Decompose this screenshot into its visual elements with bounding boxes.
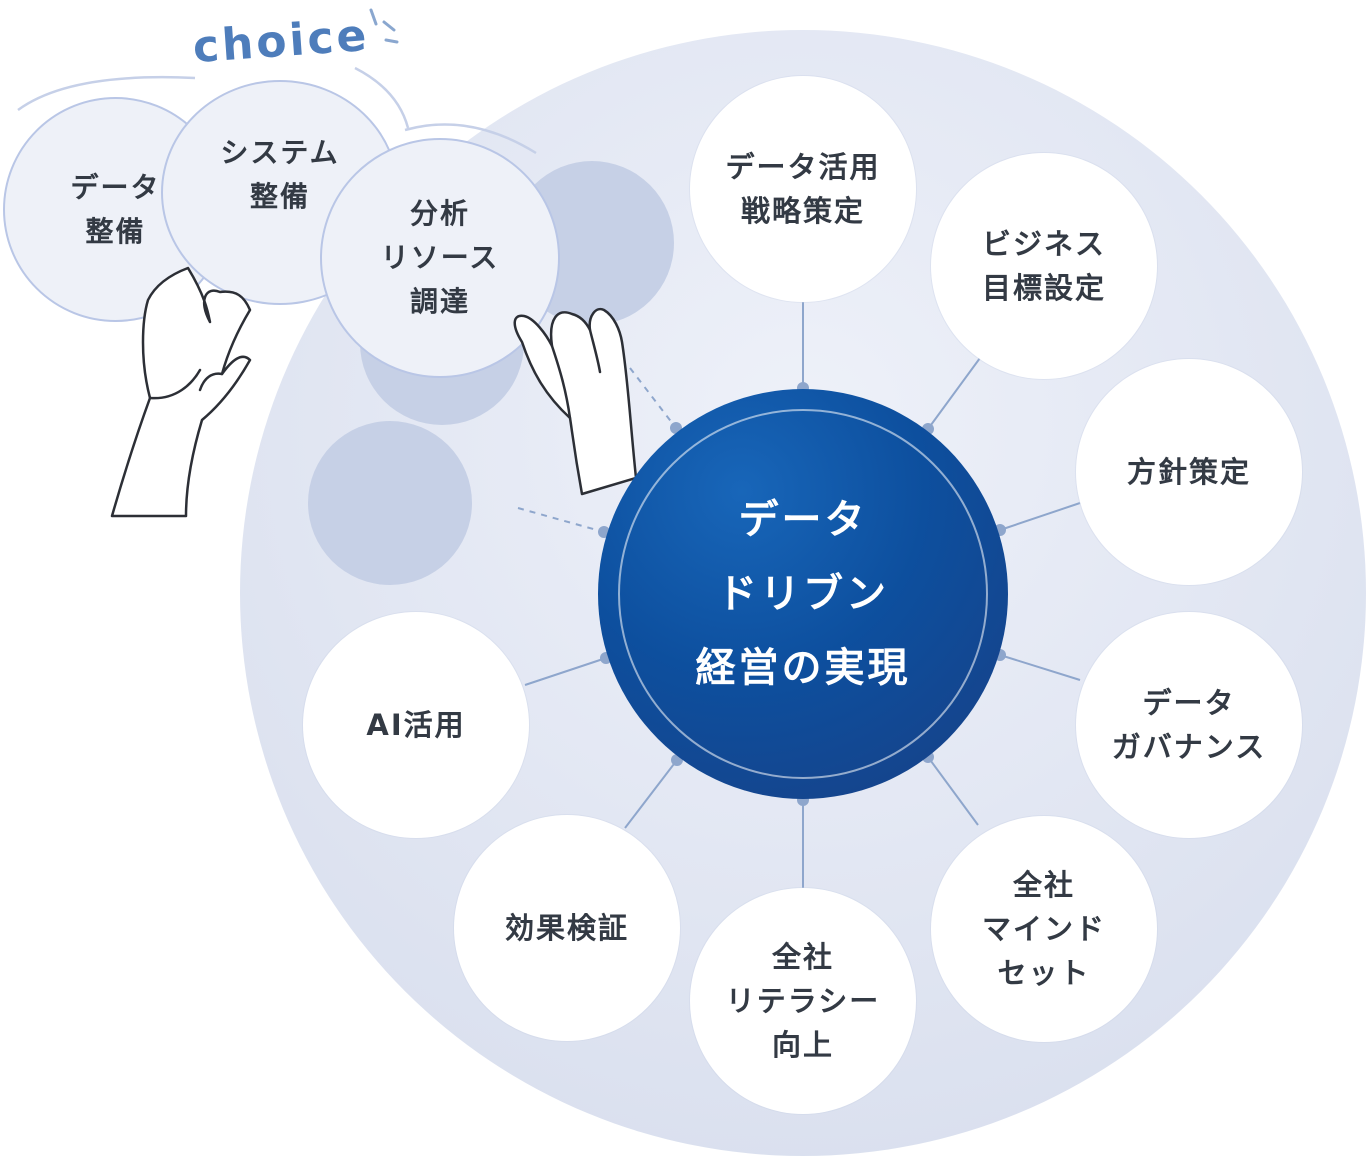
empty-slot [308,421,472,585]
connector-lines [524,302,1081,888]
node-label: 全社マインドセット [981,868,1106,990]
choice-arcs [17,66,537,155]
node-label: データガバナンス [1111,686,1267,764]
node-label: ビジネス目標設定 [981,227,1106,305]
center-ring [618,409,988,779]
node-mindset[interactable]: 全社マインドセット [931,816,1157,1042]
sparkle-icon [369,8,399,44]
node-label: データ活用戦略策定 [725,150,881,228]
node-label: 方針策定 [1126,455,1251,489]
choice-card-label: システム整備 [220,135,340,213]
node-policy[interactable]: 方針策定 [1076,359,1302,585]
node-label: AI活用 [366,708,466,742]
choice-card-label: データ整備 [70,170,161,248]
choice-title: choice [191,9,371,73]
node-strategy[interactable]: データ活用戦略策定 [690,76,916,302]
node-label: 全社リテラシー向上 [725,940,881,1062]
node-goal[interactable]: ビジネス目標設定 [931,153,1157,379]
node-governance[interactable]: データガバナンス [1076,612,1302,838]
choice-card-label: 分析リソース調達 [380,197,500,318]
node-label: 効果検証 [504,911,629,945]
dashed-connectors [517,367,677,533]
node-verify[interactable]: 効果検証 [454,815,680,1041]
choice-card-resources[interactable]: 分析リソース調達 [320,138,560,378]
node-literacy[interactable]: 全社リテラシー向上 [690,888,916,1114]
node-ai[interactable]: AI活用 [303,612,529,838]
